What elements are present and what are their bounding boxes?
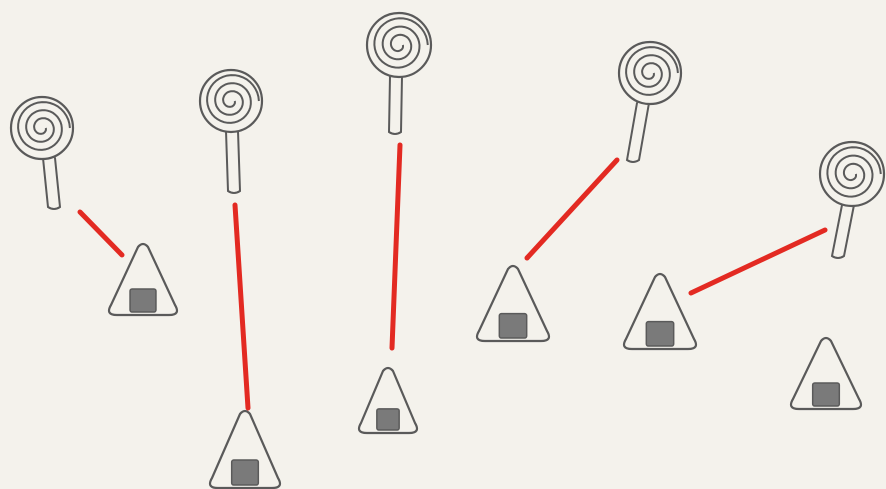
onigiri-6 xyxy=(791,338,861,409)
onigiri-nori xyxy=(377,409,399,430)
lollipop-stick xyxy=(627,103,649,162)
connector-line-3 xyxy=(392,145,400,348)
lollipop-stick xyxy=(389,76,402,134)
onigiri-layer xyxy=(109,244,861,488)
onigiri-nori xyxy=(499,314,526,338)
lollipop-5 xyxy=(820,142,884,258)
lollipop-3 xyxy=(367,13,431,134)
connector-line-2 xyxy=(235,205,248,408)
onigiri-3 xyxy=(359,368,417,433)
onigiri-5 xyxy=(624,274,696,349)
connector-line-5 xyxy=(691,230,825,293)
connector-lines-layer xyxy=(80,145,825,408)
connector-line-1 xyxy=(80,212,122,255)
onigiri-nori xyxy=(813,383,840,406)
lollipops-layer xyxy=(11,13,884,258)
onigiri-nori xyxy=(646,322,673,346)
onigiri-2 xyxy=(210,411,280,488)
lollipop-2 xyxy=(200,70,262,193)
onigiri-nori xyxy=(130,289,156,312)
lollipop-1 xyxy=(11,97,73,209)
connector-line-4 xyxy=(527,160,617,258)
onigiri-nori xyxy=(232,460,259,485)
lollipop-4 xyxy=(619,42,681,162)
lollipop-stick xyxy=(226,131,240,193)
lollipop-stick xyxy=(832,205,854,258)
onigiri-4 xyxy=(477,266,549,341)
lollipop-stick xyxy=(43,158,60,209)
